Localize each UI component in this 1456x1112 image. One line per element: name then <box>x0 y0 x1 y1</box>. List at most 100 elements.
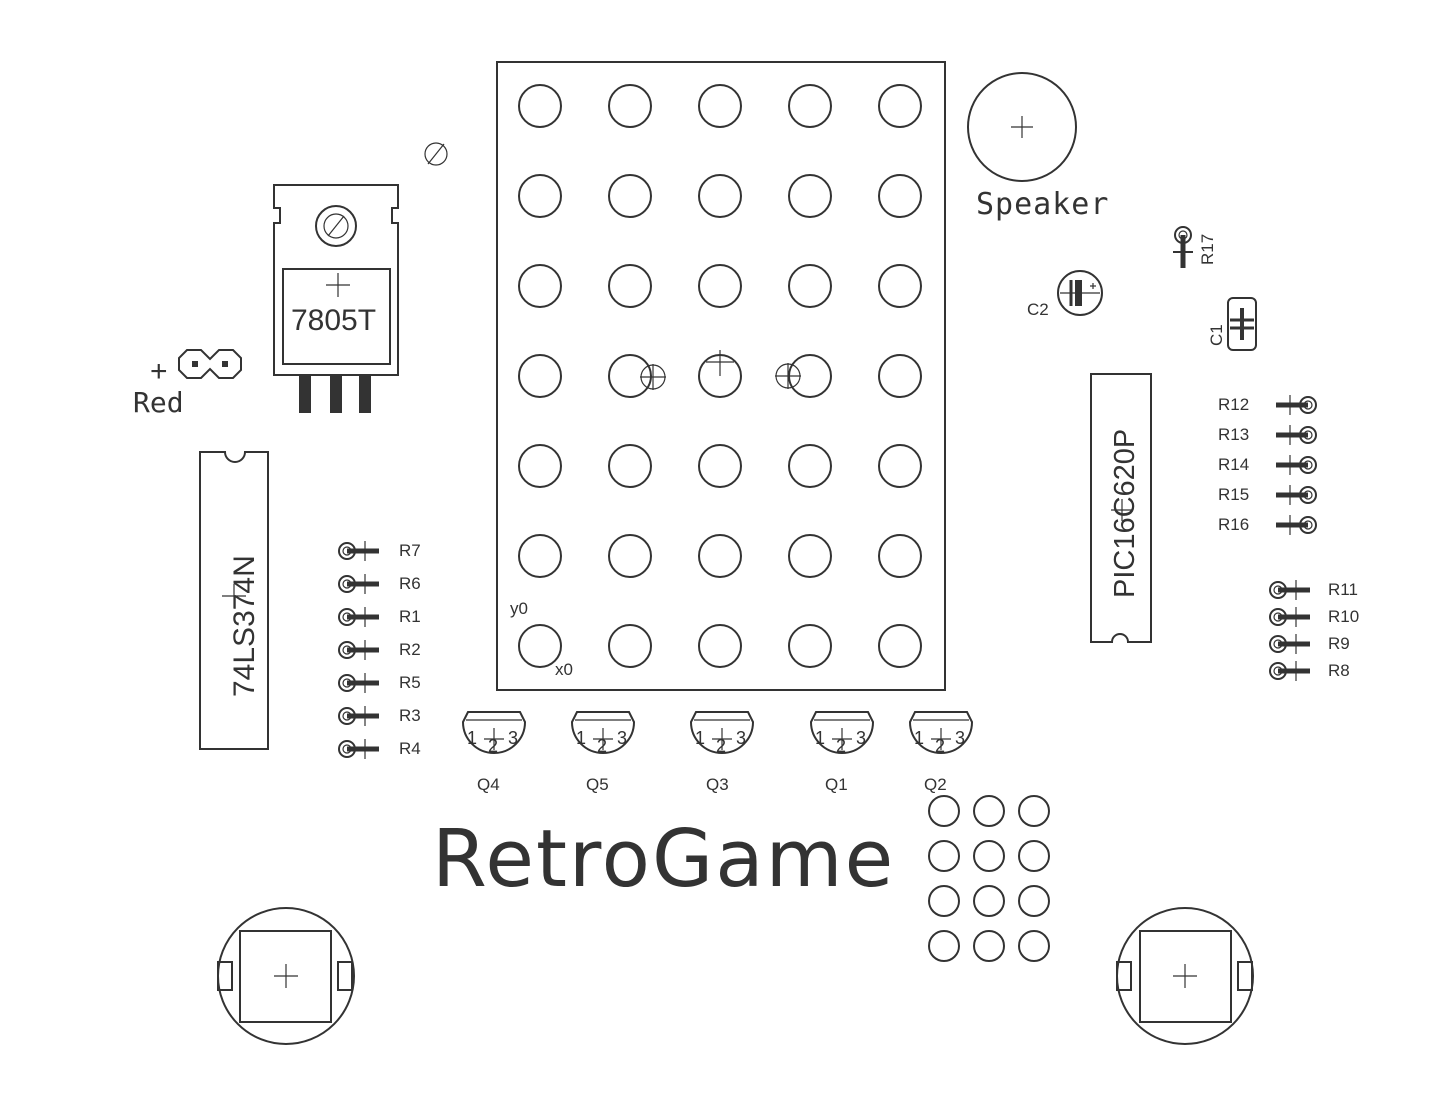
resistor-footprint <box>1269 607 1310 627</box>
c1-label: C1 <box>1207 324 1226 346</box>
transistor-pin-label: 1 <box>695 728 705 748</box>
led <box>788 444 832 488</box>
transistor-label: Q2 <box>924 775 947 794</box>
transistor-label: Q3 <box>706 775 729 794</box>
led <box>788 534 832 578</box>
resistor-footprint <box>338 541 379 561</box>
left-push-button <box>217 907 355 1045</box>
led <box>608 444 652 488</box>
header-pad <box>928 795 960 827</box>
resistor-footprint <box>1269 634 1310 654</box>
resistor-label: R2 <box>399 640 421 659</box>
led <box>518 624 562 668</box>
resistor-label: R12 <box>1218 395 1249 414</box>
transistor-pin-label: 1 <box>914 728 924 748</box>
resistor-label: R4 <box>399 739 421 758</box>
transistor-pin-label: 2 <box>597 736 607 756</box>
led <box>608 624 652 668</box>
resistor-label: R11 <box>1328 580 1358 599</box>
led <box>878 624 922 668</box>
resistor-label: R3 <box>399 706 421 725</box>
resistor-label: R5 <box>399 673 421 692</box>
crosshair-marker-2 <box>775 363 801 389</box>
led <box>698 264 742 308</box>
regulator-label: 7805T <box>291 304 376 337</box>
led <box>878 444 922 488</box>
resistor-label: R13 <box>1218 425 1249 444</box>
transistor-pin-label: 1 <box>576 728 586 748</box>
resistor-footprint <box>338 607 379 627</box>
led <box>608 174 652 218</box>
header-pad <box>973 885 1005 917</box>
transistor-pin-label: 2 <box>935 736 945 756</box>
header-pad <box>973 840 1005 872</box>
header-pad <box>928 885 960 917</box>
led <box>878 84 922 128</box>
resistor-footprint <box>1269 580 1310 600</box>
led <box>878 534 922 578</box>
led <box>698 84 742 128</box>
led <box>518 354 562 398</box>
resistor-footprint <box>1276 515 1317 535</box>
led <box>518 444 562 488</box>
power-plus-label: + <box>150 355 168 388</box>
transistor-pin-label: 2 <box>836 736 846 756</box>
speaker <box>967 72 1077 182</box>
header-pad <box>1018 930 1050 962</box>
led <box>788 174 832 218</box>
led-matrix <box>518 84 922 668</box>
center-cross <box>706 350 734 376</box>
transistor-pin-label: 1 <box>467 728 477 748</box>
resistor-footprint <box>338 640 379 660</box>
led <box>788 624 832 668</box>
led <box>518 174 562 218</box>
led <box>788 84 832 128</box>
led <box>518 534 562 578</box>
header-pad <box>928 840 960 872</box>
resistor-footprint <box>338 673 379 693</box>
resistor-footprint <box>338 739 379 759</box>
mcu-label: PIC16C620P <box>1109 429 1141 598</box>
right-push-button <box>1116 907 1254 1045</box>
led <box>878 174 922 218</box>
led <box>698 444 742 488</box>
transistor-pin-label: 3 <box>508 728 518 748</box>
transistor-pin-label: 3 <box>856 728 866 748</box>
resistor-label: R8 <box>1328 661 1350 680</box>
resistor-label: R7 <box>399 541 421 560</box>
c2-capacitor <box>1057 270 1103 316</box>
led <box>608 264 652 308</box>
resistor-label: R9 <box>1328 634 1350 653</box>
resistor-footprint <box>1269 661 1310 681</box>
resistor-label: R6 <box>399 574 421 593</box>
resistor-footprint <box>338 706 379 726</box>
led-matrix-outline <box>496 61 946 691</box>
header-pad <box>973 795 1005 827</box>
voltage-regulator <box>273 184 399 413</box>
transistor-label: Q5 <box>586 775 609 794</box>
speaker-label: Speaker <box>976 187 1109 222</box>
r17-label: R17 <box>1198 234 1217 265</box>
crosshair-marker-1 <box>640 364 666 390</box>
header-pad <box>973 930 1005 962</box>
resistor-footprint <box>1276 425 1317 445</box>
resistor-label: R15 <box>1218 485 1249 504</box>
button-header <box>928 795 1050 962</box>
resistor-footprint <box>1276 455 1317 475</box>
led <box>878 264 922 308</box>
resistor-label: R10 <box>1328 607 1359 626</box>
power-label: Red <box>133 386 184 419</box>
led <box>698 534 742 578</box>
transistor-pin-label: 3 <box>736 728 746 748</box>
led <box>518 264 562 308</box>
resistor-label: R14 <box>1218 455 1249 474</box>
transistor-pin-label: 2 <box>716 736 726 756</box>
power-connector <box>178 349 242 379</box>
c2-label: C2 <box>1027 300 1049 319</box>
